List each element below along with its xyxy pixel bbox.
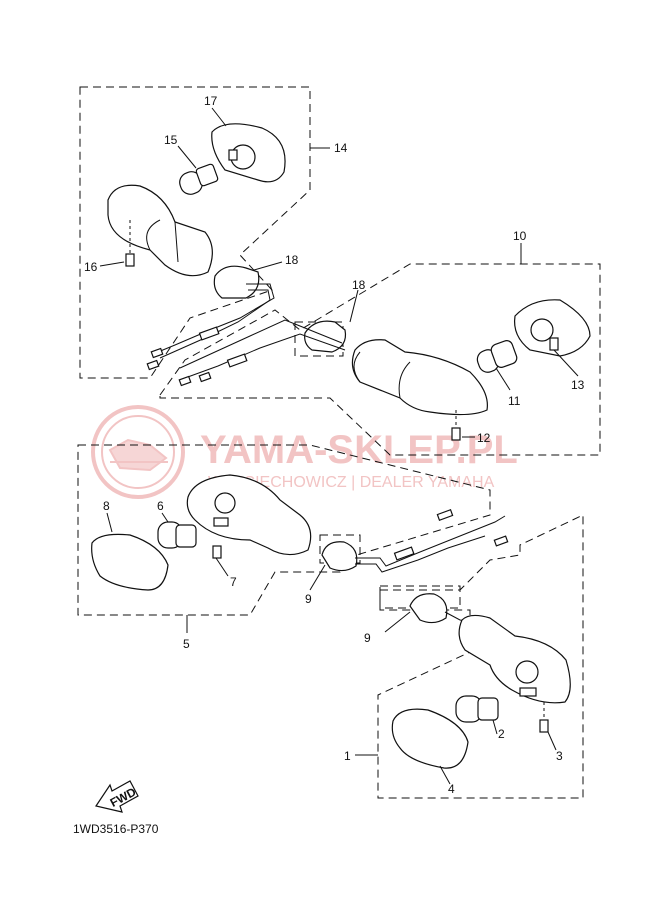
lens-8 <box>91 533 169 591</box>
callout-4: 4 <box>448 782 455 796</box>
assembly-14 <box>79 86 330 379</box>
diagram-code: 1WD3516-P370 <box>73 822 159 836</box>
grommet-9a <box>321 541 358 572</box>
screw-3 <box>539 719 549 733</box>
screw-7 <box>212 545 222 559</box>
callout-9a: 9 <box>305 592 312 606</box>
fwd-arrow-icon: FWD <box>95 780 139 813</box>
callout-1: 1 <box>344 749 351 763</box>
callout-13: 13 <box>571 378 585 392</box>
callout-16: 16 <box>84 260 98 274</box>
callout-14: 14 <box>334 141 348 155</box>
housing-1 <box>458 614 571 704</box>
callout-8: 8 <box>103 499 110 513</box>
connector-5b <box>436 509 454 521</box>
callouts: 1 2 3 4 5 6 7 8 9 9 10 11 12 13 14 15 16… <box>84 94 585 796</box>
callout-18b: 18 <box>352 278 366 292</box>
assembly-1 <box>355 514 584 799</box>
callout-3: 3 <box>556 749 563 763</box>
watermark-subtitle: WOJCIECHOWICZ | DEALER YAMAHA <box>208 474 495 491</box>
connector-10b <box>178 375 192 387</box>
callout-7: 7 <box>230 575 237 589</box>
callout-12: 12 <box>477 431 491 445</box>
housing-5 <box>186 474 312 556</box>
housing-10 <box>351 339 488 416</box>
assembly-5 <box>77 444 509 633</box>
connector-14a <box>198 326 220 341</box>
callout-18a: 18 <box>285 253 299 267</box>
callout-10: 10 <box>513 229 527 243</box>
assembly-10 <box>159 243 601 456</box>
screw-16 <box>125 253 135 267</box>
watermark: YAMA-SKLEP.PL WOJCIECHOWICZ | DEALER YAM… <box>91 405 518 499</box>
watermark-logo-icon <box>91 405 185 499</box>
connector-10a <box>226 353 248 368</box>
callout-11: 11 <box>508 394 521 408</box>
callout-2: 2 <box>498 727 505 741</box>
callout-15: 15 <box>164 133 178 147</box>
grommet-9b <box>409 593 448 624</box>
screw-12 <box>451 427 461 441</box>
callout-5: 5 <box>183 637 190 651</box>
watermark-title: YAMA-SKLEP.PL <box>200 428 518 472</box>
callout-6: 6 <box>157 499 164 513</box>
callout-9b: 9 <box>364 631 371 645</box>
connector-5a <box>393 546 415 561</box>
housing-14 <box>107 184 213 277</box>
callout-17: 17 <box>204 94 218 108</box>
grommet-18a <box>213 265 260 299</box>
connector-14b <box>150 347 164 359</box>
lens-4 <box>391 708 469 769</box>
